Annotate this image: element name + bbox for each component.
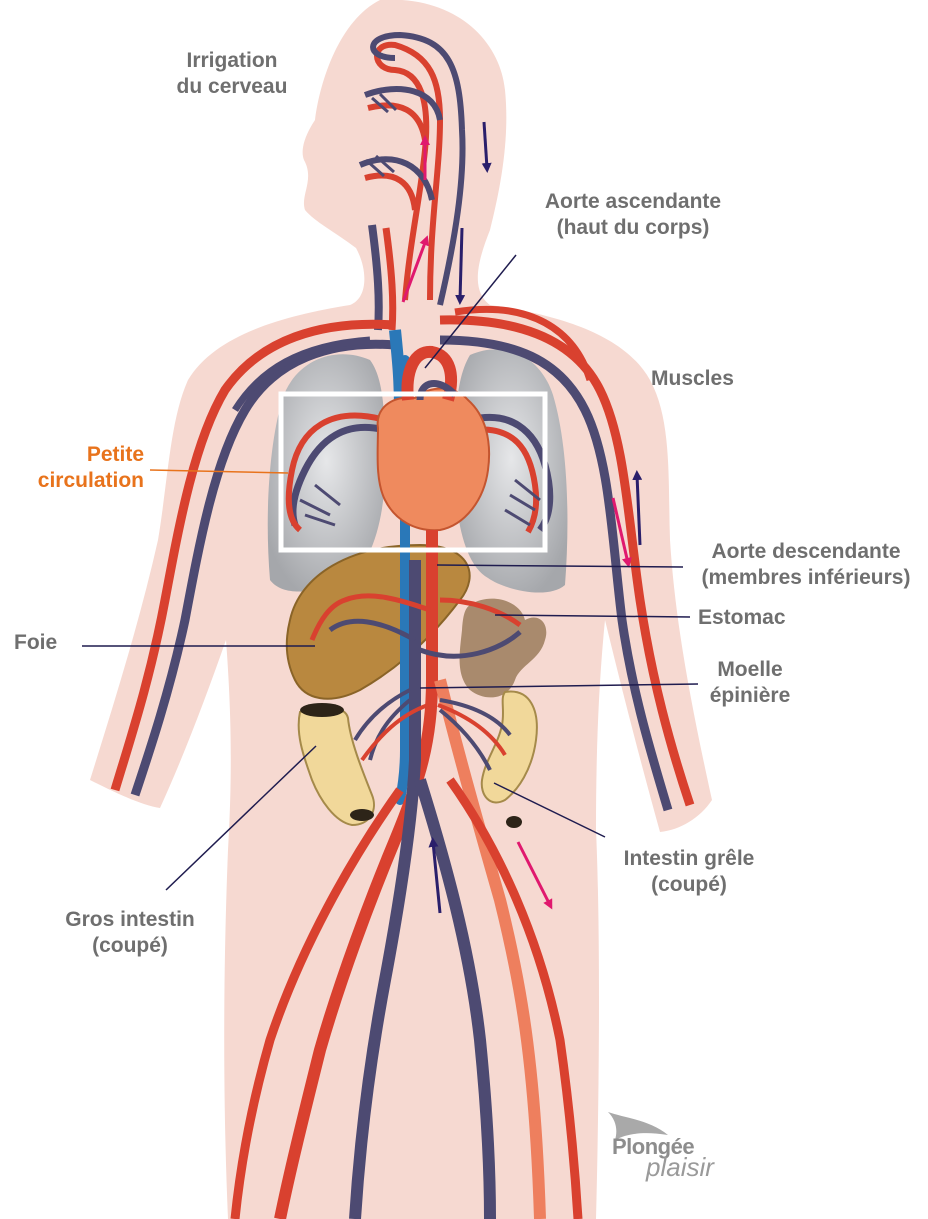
label-large-intestine-line2: (coupé) <box>50 933 210 959</box>
label-ascending-aorta: Aorte ascendante (haut du corps) <box>520 189 746 241</box>
label-pulmonary-line2: circulation <box>20 468 144 494</box>
label-brain-line2: du cerveau <box>170 74 294 100</box>
logo-plaisir: plaisir <box>646 1152 714 1183</box>
label-brain-irrigation: Irrigation du cerveau <box>170 48 294 100</box>
label-descending-aorta: Aorte descendante (membres inférieurs) <box>684 539 928 591</box>
large-intestine-cut <box>300 703 344 717</box>
label-small-intestine: Intestin grêle (coupé) <box>606 846 772 898</box>
label-small-intestine-line2: (coupé) <box>606 872 772 898</box>
label-brain-line1: Irrigation <box>170 48 294 74</box>
label-large-intestine-line1: Gros intestin <box>50 907 210 933</box>
label-stomach: Estomac <box>698 605 786 631</box>
label-ascending-aorta-line1: Aorte ascendante <box>520 189 746 215</box>
label-small-intestine-line1: Intestin grêle <box>606 846 772 872</box>
label-ascending-aorta-line2: (haut du corps) <box>520 215 746 241</box>
label-descending-aorta-line1: Aorte descendante <box>684 539 928 565</box>
label-pulmonary-circulation: Petite circulation <box>20 442 144 494</box>
arrow-brain-down-2 <box>460 228 462 300</box>
large-intestine-cut-bottom <box>350 809 374 821</box>
label-spinal-cord: Moelle épinière <box>700 657 800 709</box>
label-descending-aorta-line2: (membres inférieurs) <box>684 565 928 591</box>
label-large-intestine: Gros intestin (coupé) <box>50 907 210 959</box>
label-liver: Foie <box>14 630 57 656</box>
small-intestine-cut <box>506 816 522 828</box>
label-spinal-cord-line2: épinière <box>700 683 800 709</box>
heart <box>378 388 490 530</box>
label-pulmonary-line1: Petite <box>20 442 144 468</box>
label-muscles: Muscles <box>651 366 734 392</box>
label-spinal-cord-line1: Moelle <box>700 657 800 683</box>
